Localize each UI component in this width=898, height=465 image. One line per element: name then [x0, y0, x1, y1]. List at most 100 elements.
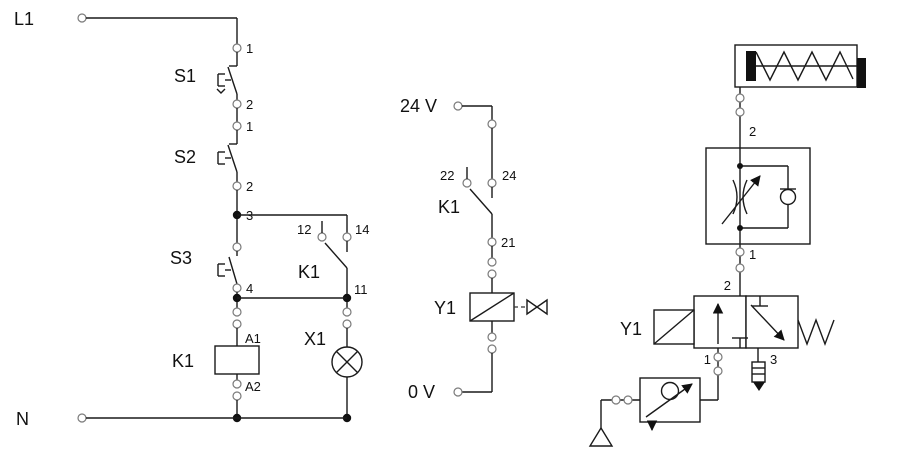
port-number: 3	[770, 352, 777, 367]
wire-flowvalve-to-valve: 1 2	[724, 244, 756, 296]
port-number: 1	[704, 352, 711, 367]
silencer-tip-icon	[753, 382, 765, 391]
one-way-flow-control-valve[interactable]	[705, 147, 811, 245]
component-label: Y1	[620, 319, 642, 339]
connection-port[interactable]	[487, 119, 497, 129]
switch-s2-nc-pushbutton[interactable]: 1 2 S2	[174, 119, 253, 194]
connection-port[interactable]	[232, 379, 242, 389]
rail-0v[interactable]: 0 V	[408, 382, 492, 402]
relay-contact-k1-main[interactable]: 14 12 K1 11	[297, 221, 369, 303]
relay-coil-k1[interactable]: A1 K1 A2	[172, 302, 261, 423]
throttle-icon	[732, 179, 738, 215]
valve-link-icon	[526, 298, 539, 316]
connection-port[interactable]	[232, 242, 242, 252]
connection-port[interactable]	[232, 43, 242, 53]
terminal-number: 2	[246, 97, 253, 112]
connection-port[interactable]	[77, 413, 87, 423]
directional-valve-3-2-y1[interactable]: Y1 1 3	[620, 295, 835, 400]
connection-port[interactable]	[713, 366, 723, 376]
terminal-number: 14	[355, 222, 369, 237]
component-label: K1	[438, 197, 460, 217]
piston-rod-end	[857, 58, 866, 88]
connection-port[interactable]	[342, 307, 352, 317]
air-service-unit[interactable]	[639, 377, 718, 432]
silencer-body-icon	[751, 361, 766, 383]
connection-port[interactable]	[611, 395, 621, 405]
port-number: 2	[749, 124, 756, 139]
connection-port[interactable]	[77, 13, 87, 23]
single-acting-cylinder[interactable]: 2	[734, 44, 866, 148]
connection-port[interactable]	[735, 247, 745, 257]
connection-port[interactable]	[453, 387, 463, 397]
component-label: S1	[174, 66, 196, 86]
exhaust-path-arrow-icon	[750, 304, 785, 341]
junction-dot	[737, 163, 743, 169]
switch-s3-no-pushbutton[interactable]: S3 4	[170, 219, 253, 296]
wire-holding-branch	[232, 292, 347, 303]
compressed-air-supply[interactable]	[588, 395, 640, 447]
relay-coil-body[interactable]	[214, 345, 260, 375]
return-spring-icon	[755, 50, 854, 82]
relay-contact-k1-control[interactable]: 24 22 K1 21	[438, 167, 516, 250]
connection-port[interactable]	[232, 319, 242, 329]
air-supply-icon	[588, 426, 614, 447]
connection-port[interactable]	[232, 307, 242, 317]
switch-s1-nc-pushbutton[interactable]: 1 2 S1	[174, 41, 253, 112]
rail-n[interactable]: N	[16, 409, 347, 429]
terminal-number: 1	[246, 119, 253, 134]
piston-icon	[746, 51, 756, 81]
rail-l1-label: L1	[14, 9, 34, 29]
port-number: 2	[724, 278, 731, 293]
rail-l1[interactable]: L1	[14, 9, 238, 44]
connection-port[interactable]	[713, 352, 723, 362]
silencer[interactable]	[751, 361, 766, 391]
connection-port[interactable]	[232, 99, 242, 109]
adjustable-arrow-icon	[721, 175, 761, 225]
component-label: K1	[172, 351, 194, 371]
junction-3: 3	[232, 190, 348, 233]
connection-port[interactable]	[735, 93, 745, 103]
connection-port[interactable]	[735, 107, 745, 117]
return-spring-icon	[797, 318, 835, 346]
rail-24v[interactable]: 24 V	[400, 96, 497, 179]
terminal-number: 12	[297, 222, 311, 237]
connection-port[interactable]	[487, 332, 497, 342]
connection-port[interactable]	[735, 263, 745, 273]
terminal-number: 4	[246, 281, 253, 296]
valve-link-icon	[535, 298, 548, 316]
connection-port[interactable]	[462, 178, 472, 188]
connection-port[interactable]	[232, 391, 242, 401]
valve-box-actuated[interactable]	[693, 295, 747, 349]
terminal-number: A2	[245, 379, 261, 394]
terminal-number: 2	[246, 179, 253, 194]
connection-port[interactable]	[623, 395, 633, 405]
component-label: S3	[170, 248, 192, 268]
connection-port[interactable]	[487, 237, 497, 247]
rail-n-label: N	[16, 409, 29, 429]
connection-port[interactable]	[487, 257, 497, 267]
connection-port[interactable]	[342, 232, 352, 242]
indicator-lamp-x1[interactable]: X1	[304, 302, 363, 423]
connection-port[interactable]	[232, 181, 242, 191]
terminal-number: 22	[440, 168, 454, 183]
connection-port[interactable]	[453, 101, 463, 111]
rail-0v-label: 0 V	[408, 382, 435, 402]
terminal-number: 1	[246, 41, 253, 56]
component-label: K1	[298, 262, 320, 282]
component-label: S2	[174, 147, 196, 167]
connection-port[interactable]	[487, 344, 497, 354]
terminal-number: 11	[354, 282, 368, 297]
connection-port[interactable]	[317, 232, 327, 242]
valve-box-rest[interactable]	[745, 295, 799, 349]
connection-port[interactable]	[487, 178, 497, 188]
terminal-number: 21	[501, 235, 515, 250]
solenoid-coil-y1[interactable]: Y1	[434, 246, 548, 392]
connection-port[interactable]	[342, 319, 352, 329]
connection-port[interactable]	[487, 269, 497, 279]
connection-port[interactable]	[232, 283, 242, 293]
terminal-number: A1	[245, 331, 261, 346]
component-label: Y1	[434, 298, 456, 318]
connection-port[interactable]	[232, 121, 242, 131]
